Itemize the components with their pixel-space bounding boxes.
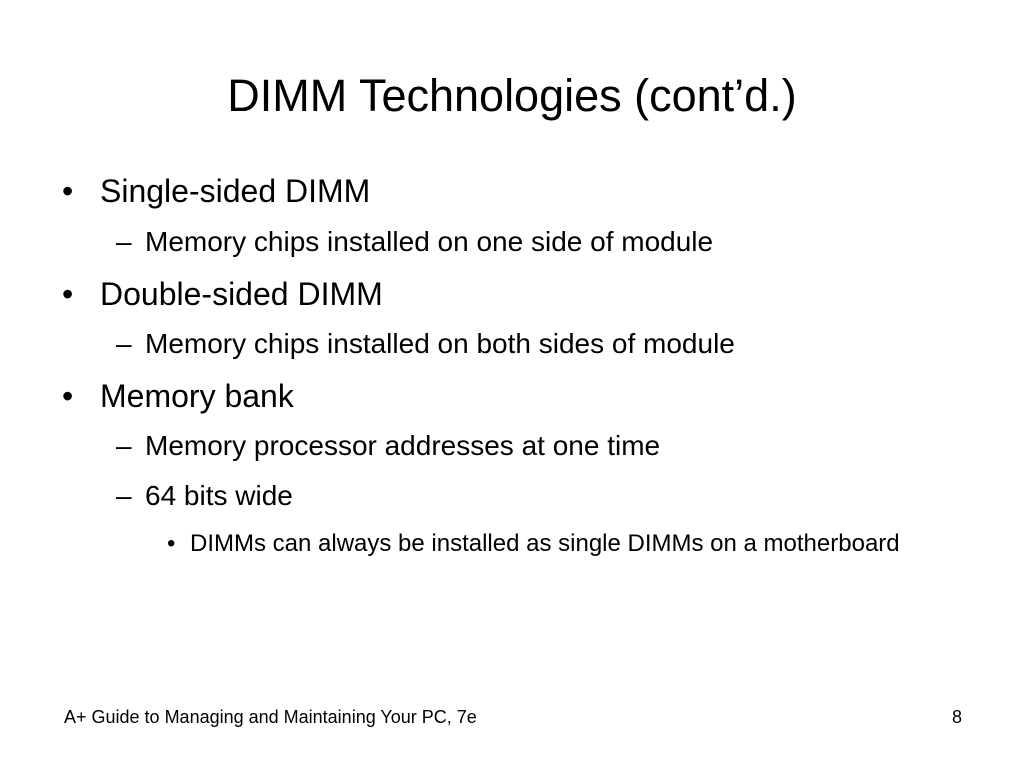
bullet-item-level1: Double-sided DIMM [100, 276, 383, 312]
bullet-item-level2: Memory chips installed on both sides of … [145, 328, 735, 359]
slide-title: DIMM Technologies (cont’d.) [227, 70, 797, 121]
bullet-marker: • [62, 378, 74, 414]
dash-marker: – [116, 430, 132, 461]
bullet-item-level1: Memory bank [100, 378, 294, 414]
bullet-item-level1: Single-sided DIMM [100, 173, 371, 209]
page-number: 8 [951, 707, 962, 727]
dash-marker: – [116, 226, 132, 257]
bullet-item-level3: DIMMs can always be installed as single … [190, 530, 900, 557]
bullet-item-level2: 64 bits wide [145, 480, 293, 511]
bullet-item-level2: Memory processor addresses at one time [145, 430, 661, 461]
bullet-marker: • [167, 530, 176, 557]
bullet-marker: • [62, 173, 74, 209]
dash-marker: – [116, 480, 132, 511]
footer-text: A+ Guide to Managing and Maintaining You… [64, 707, 477, 727]
dash-marker: – [116, 328, 132, 359]
bullet-item-level2: Memory chips installed on one side of mo… [145, 226, 714, 257]
bullet-marker: • [62, 276, 74, 312]
